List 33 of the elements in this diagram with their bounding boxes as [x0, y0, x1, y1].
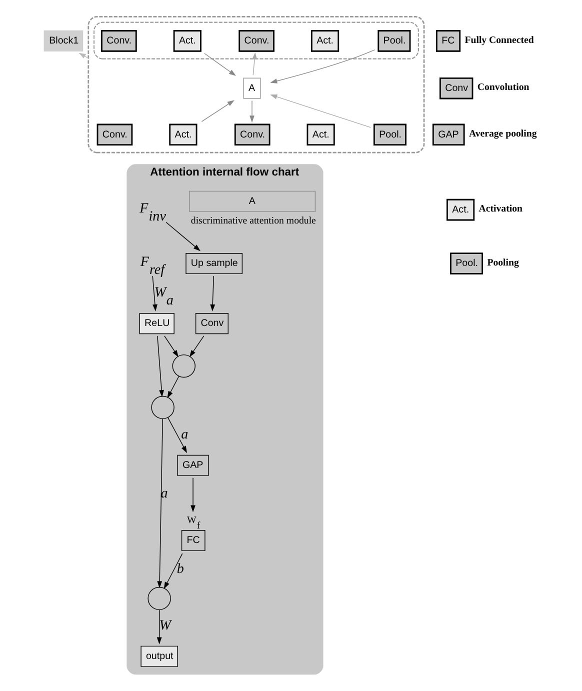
- node-circle: [150, 396, 174, 420]
- node-label: Average pooling: [468, 128, 536, 140]
- node-label: Pooling: [486, 257, 518, 268]
- arrow: [156, 418, 162, 588]
- edge-label: b: [176, 561, 184, 578]
- arrow: [152, 276, 157, 312]
- arrow: [156, 336, 164, 398]
- node-circle: [172, 354, 195, 378]
- arrow: [188, 336, 204, 358]
- arrow: [167, 417, 186, 454]
- arrow: [78, 52, 88, 58]
- arrow: [270, 49, 375, 84]
- arrow: [156, 609, 162, 644]
- arrow: [200, 100, 234, 122]
- arrow: [166, 376, 179, 398]
- edge-label: a: [180, 426, 188, 442]
- arrow: [190, 478, 195, 512]
- node-label: discriminative attention module: [190, 216, 316, 227]
- node-label: Convolution: [476, 82, 529, 94]
- node-label: Fully Connected: [464, 34, 534, 46]
- arrow: [204, 53, 236, 76]
- edge-label: W: [158, 617, 171, 634]
- arrow: [164, 336, 178, 358]
- arrow: [165, 222, 200, 252]
- arrow: [270, 94, 370, 128]
- node-circle: [147, 586, 170, 610]
- arrow: [163, 553, 182, 590]
- cluster: [87, 16, 424, 154]
- arrow: [249, 100, 254, 123]
- arrow: [210, 276, 215, 312]
- node-label: Activation: [478, 204, 522, 215]
- edge-label: a: [160, 485, 168, 502]
- arrow: [252, 52, 257, 76]
